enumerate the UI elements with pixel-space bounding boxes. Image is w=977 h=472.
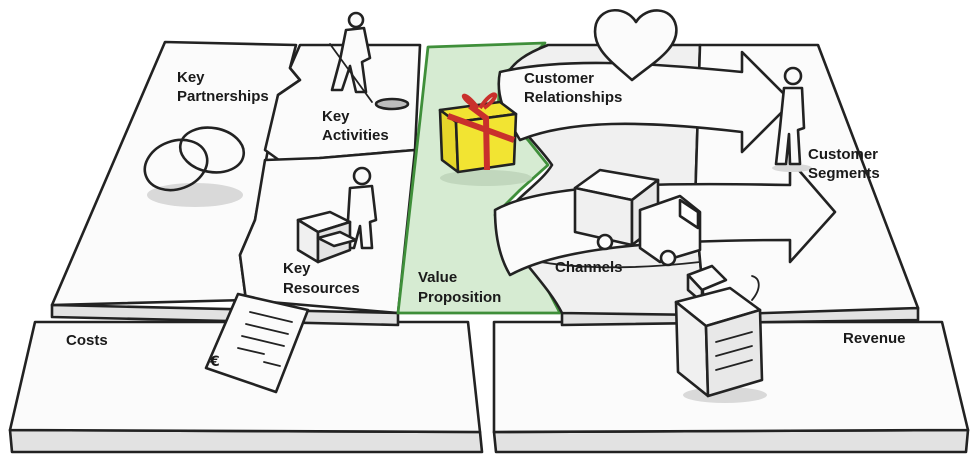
- worker-icon: [329, 11, 410, 111]
- svg-text:Segments: Segments: [808, 165, 880, 182]
- customer-segments-label: Customer Segments: [808, 146, 880, 182]
- value-proposition-label: Value Proposition: [418, 269, 501, 306]
- svg-text:Key: Key: [322, 108, 350, 125]
- revenue-label: Revenue: [843, 330, 906, 347]
- person-with-boxes-icon: [296, 166, 378, 264]
- svg-text:Key: Key: [177, 69, 205, 86]
- svg-text:Resources: Resources: [283, 280, 360, 297]
- key-resources-label: Key Resources: [283, 260, 360, 297]
- key-activities-label: Key Activities: [322, 108, 389, 144]
- costs-label: Costs: [66, 332, 108, 349]
- svg-text:Costs: Costs: [66, 332, 108, 349]
- customer-relationships-label: Customer Relationships: [524, 70, 622, 106]
- svg-text:€: €: [209, 354, 220, 370]
- gift-icon: [438, 92, 532, 186]
- svg-text:Revenue: Revenue: [843, 330, 906, 347]
- svg-text:Activities: Activities: [322, 127, 389, 144]
- svg-text:Customer: Customer: [524, 70, 594, 87]
- channels-label: Channels: [555, 259, 623, 276]
- key-partnerships-label: Key Partnerships: [177, 69, 269, 105]
- svg-text:Value: Value: [418, 269, 457, 286]
- invoice-icon: €: [204, 292, 310, 394]
- svg-text:Channels: Channels: [555, 259, 623, 276]
- truck-icon: [573, 168, 702, 267]
- svg-text:Customer: Customer: [808, 146, 878, 163]
- person-icon: [772, 66, 812, 172]
- heart-icon: [593, 8, 678, 82]
- rings-icon: [143, 126, 246, 207]
- key-partnerships-block: [50, 40, 302, 307]
- svg-text:Relationships: Relationships: [524, 89, 622, 106]
- cash-register-icon: [674, 264, 767, 403]
- svg-text:Key: Key: [283, 260, 311, 277]
- svg-text:Proposition: Proposition: [418, 289, 501, 306]
- svg-text:Partnerships: Partnerships: [177, 88, 269, 105]
